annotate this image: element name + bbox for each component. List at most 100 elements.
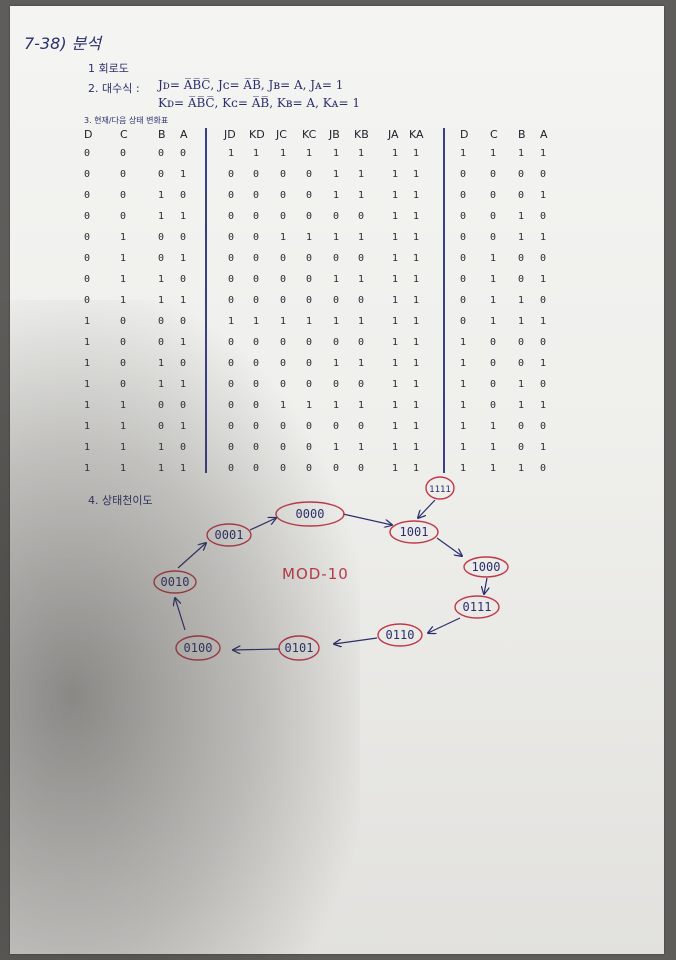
cell-input-r4-c4: 1: [333, 232, 340, 243]
cell-next-r4-c0: 0: [460, 232, 467, 243]
cell-input-r6-c0: 0: [228, 274, 235, 285]
cell-input-r10-c7: 1: [413, 358, 420, 369]
cell-input-r2-c1: 0: [253, 190, 260, 201]
cell-present-r5-c2: 0: [158, 253, 165, 264]
cell-next-r6-c0: 0: [460, 274, 467, 285]
cell-next-r14-c2: 0: [518, 442, 525, 453]
cell-next-r3-c1: 0: [490, 211, 497, 222]
state-label-1001: 1001: [400, 525, 429, 539]
cell-present-r6-c2: 1: [158, 274, 165, 285]
cell-input-r0-c5: 1: [358, 148, 365, 159]
cell-present-r4-c3: 0: [180, 232, 187, 243]
cell-next-r10-c1: 0: [490, 358, 497, 369]
cell-next-r14-c1: 1: [490, 442, 497, 453]
cell-present-r0-c1: 0: [120, 148, 127, 159]
cell-input-r1-c4: 1: [333, 169, 340, 180]
cell-input-r0-c0: 1: [228, 148, 235, 159]
mod-label: MOD-10: [282, 565, 349, 583]
cell-present-r4-c2: 0: [158, 232, 165, 243]
cell-input-r2-c3: 0: [306, 190, 313, 201]
cell-next-r8-c2: 1: [518, 316, 525, 327]
cell-next-r12-c2: 1: [518, 400, 525, 411]
cell-input-r0-c7: 1: [413, 148, 420, 159]
edge-1000-0111: [484, 577, 487, 594]
cell-input-r2-c7: 1: [413, 190, 420, 201]
cell-next-r6-c1: 1: [490, 274, 497, 285]
cell-input-r5-c6: 1: [392, 253, 399, 264]
cell-next-r14-c3: 1: [540, 442, 547, 453]
cell-next-r3-c0: 0: [460, 211, 467, 222]
state-label-1111: 1111: [429, 485, 451, 495]
cell-next-r1-c1: 0: [490, 169, 497, 180]
cell-input-r3-c1: 0: [253, 211, 260, 222]
header-input-7: KA: [409, 128, 424, 141]
cell-input-r5-c2: 0: [280, 253, 287, 264]
cell-input-r13-c7: 1: [413, 421, 420, 432]
header-input-6: JA: [388, 128, 399, 141]
cell-next-r2-c1: 0: [490, 190, 497, 201]
edge-1111-1001: [418, 499, 436, 518]
cell-input-r2-c6: 1: [392, 190, 399, 201]
cell-next-r3-c2: 1: [518, 211, 525, 222]
header-input-2: JC: [276, 128, 287, 141]
cell-next-r4-c2: 1: [518, 232, 525, 243]
cell-next-r11-c3: 0: [540, 379, 547, 390]
cell-input-r0-c1: 1: [253, 148, 260, 159]
cell-present-r1-c1: 0: [120, 169, 127, 180]
cell-input-r3-c3: 0: [306, 211, 313, 222]
cell-input-r11-c5: 0: [358, 379, 365, 390]
cell-input-r4-c2: 1: [280, 232, 287, 243]
cell-next-r9-c2: 0: [518, 337, 525, 348]
header-input-1: KD: [249, 128, 265, 141]
cell-input-r14-c7: 1: [413, 442, 420, 453]
state-label-0000: 0000: [296, 507, 325, 521]
cell-next-r5-c1: 1: [490, 253, 497, 264]
state-label-1000: 1000: [472, 560, 501, 574]
cell-next-r12-c1: 0: [490, 400, 497, 411]
table-divider-right: [443, 128, 445, 473]
cell-input-r15-c5: 0: [358, 463, 365, 474]
cell-next-r8-c0: 0: [460, 316, 467, 327]
cell-input-r2-c4: 1: [333, 190, 340, 201]
cell-next-r5-c3: 0: [540, 253, 547, 264]
edge-0111-0110: [428, 617, 461, 633]
cell-input-r4-c7: 1: [413, 232, 420, 243]
cell-input-r5-c7: 1: [413, 253, 420, 264]
cell-present-r4-c1: 1: [120, 232, 127, 243]
edge-0001-0000: [249, 518, 276, 531]
cell-input-r14-c5: 1: [358, 442, 365, 453]
cell-present-r6-c0: 0: [84, 274, 91, 285]
cell-next-r4-c1: 0: [490, 232, 497, 243]
cell-next-r12-c3: 1: [540, 400, 547, 411]
cell-input-r9-c7: 1: [413, 337, 420, 348]
cell-input-r12-c5: 1: [358, 400, 365, 411]
cell-input-r8-c6: 1: [392, 316, 399, 327]
cell-present-r2-c1: 0: [120, 190, 127, 201]
cell-next-r12-c0: 1: [460, 400, 467, 411]
cell-present-r6-c3: 0: [180, 274, 187, 285]
state-node-1001: [389, 520, 439, 544]
cell-present-r2-c2: 1: [158, 190, 165, 201]
item-algebra-label: 2. 대수식 :: [88, 82, 140, 95]
cell-present-r3-c3: 1: [180, 211, 187, 222]
cell-input-r12-c6: 1: [392, 400, 399, 411]
cell-input-r5-c5: 0: [358, 253, 365, 264]
cell-input-r5-c4: 0: [333, 253, 340, 264]
cell-present-r3-c0: 0: [84, 211, 91, 222]
cell-input-r4-c5: 1: [358, 232, 365, 243]
cell-input-r0-c6: 1: [392, 148, 399, 159]
cell-input-r13-c6: 1: [392, 421, 399, 432]
edge-0100-0010: [175, 598, 186, 631]
cell-next-r0-c1: 1: [490, 148, 497, 159]
cell-next-r8-c1: 1: [490, 316, 497, 327]
cell-next-r1-c3: 0: [540, 169, 547, 180]
cell-next-r2-c3: 1: [540, 190, 547, 201]
cell-input-r15-c6: 1: [392, 463, 399, 474]
cell-next-r8-c3: 1: [540, 316, 547, 327]
cell-next-r13-c2: 0: [518, 421, 525, 432]
cell-present-r0-c2: 0: [158, 148, 165, 159]
cell-next-r15-c0: 1: [460, 463, 467, 474]
cell-input-r0-c4: 1: [333, 148, 340, 159]
cell-next-r3-c3: 0: [540, 211, 547, 222]
